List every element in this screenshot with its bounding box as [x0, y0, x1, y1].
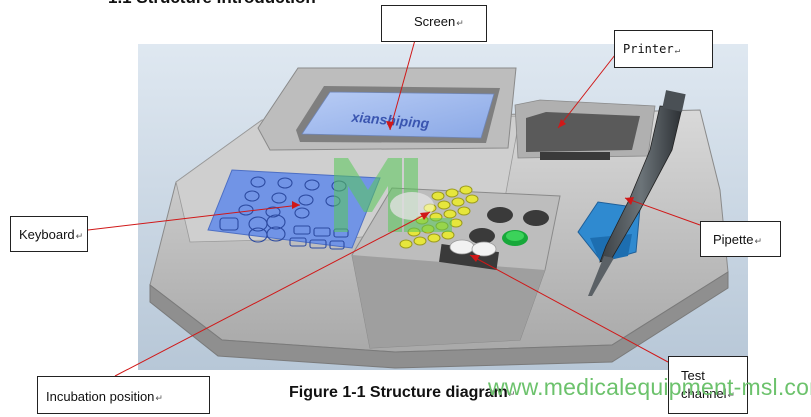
paragraph-mark: ↵: [456, 18, 464, 28]
callout-pipette: Pipette↵: [700, 221, 781, 257]
printer-window: [526, 112, 640, 152]
callout-test-channel-line2: channel↵: [681, 385, 739, 403]
screen-text: xianshiping: [350, 109, 430, 132]
callout-screen-text: Screen: [414, 14, 456, 29]
callout-incubation: Incubation position↵: [37, 376, 210, 414]
callout-keyboard: Keyboard↵: [10, 216, 88, 252]
callout-keyboard-text: Keyboard: [19, 227, 75, 242]
test-channel-wells: [439, 207, 549, 270]
leader-line-incubation: [114, 211, 431, 377]
paragraph-mark: ↵: [674, 46, 680, 56]
callout-test-channel: Test channel↵: [668, 356, 748, 414]
arrow-printer: [558, 119, 566, 128]
callout-test-channel-line1: Test: [681, 367, 739, 385]
callout-printer: Printer↵: [614, 30, 713, 68]
paragraph-mark: ↵: [155, 393, 163, 403]
paragraph-mark: ↵: [727, 389, 736, 400]
callout-pipette-text: Pipette: [713, 232, 754, 247]
leader-lines: [87, 39, 701, 377]
test-module-front: [352, 255, 545, 348]
arrow-test-channel: [470, 255, 480, 262]
leader-line-printer: [557, 54, 616, 129]
figure-caption: Figure 1-1 Structure diagram↵: [289, 384, 515, 402]
section-heading: 1.1 Structure Introduction: [108, 0, 316, 8]
figure-caption-text: Figure 1-1 Structure diagram: [289, 384, 508, 401]
arrow-keyboard: [292, 201, 300, 209]
arrow-screen: [386, 121, 394, 130]
leader-arrows: [292, 119, 634, 262]
watermark-url: www.medicalequipment-msl.com: [488, 374, 811, 400]
leader-line-pipette: [624, 197, 701, 226]
callout-screen: Screen↵: [381, 5, 487, 42]
arrow-pipette: [625, 197, 634, 205]
paragraph-mark: ↵: [754, 236, 763, 246]
device-base-edge: [149, 271, 729, 369]
callout-test-channel-text-2: channel: [681, 385, 727, 401]
printer-slot: [540, 152, 610, 160]
leader-line-test-channel: [469, 254, 669, 363]
callout-printer-text: Printer: [623, 42, 674, 56]
leader-line-keyboard: [87, 204, 301, 231]
leader-line-screen: [389, 39, 416, 131]
callout-test-channel-text-1: Test: [681, 368, 705, 383]
pipette: [588, 90, 686, 296]
arrow-incubation: [420, 212, 430, 220]
screen-display: [301, 91, 495, 139]
callout-incubation-text: Incubation position: [46, 389, 155, 404]
paragraph-mark: ↵: [507, 389, 516, 399]
paragraph-mark: ↵: [75, 231, 84, 241]
